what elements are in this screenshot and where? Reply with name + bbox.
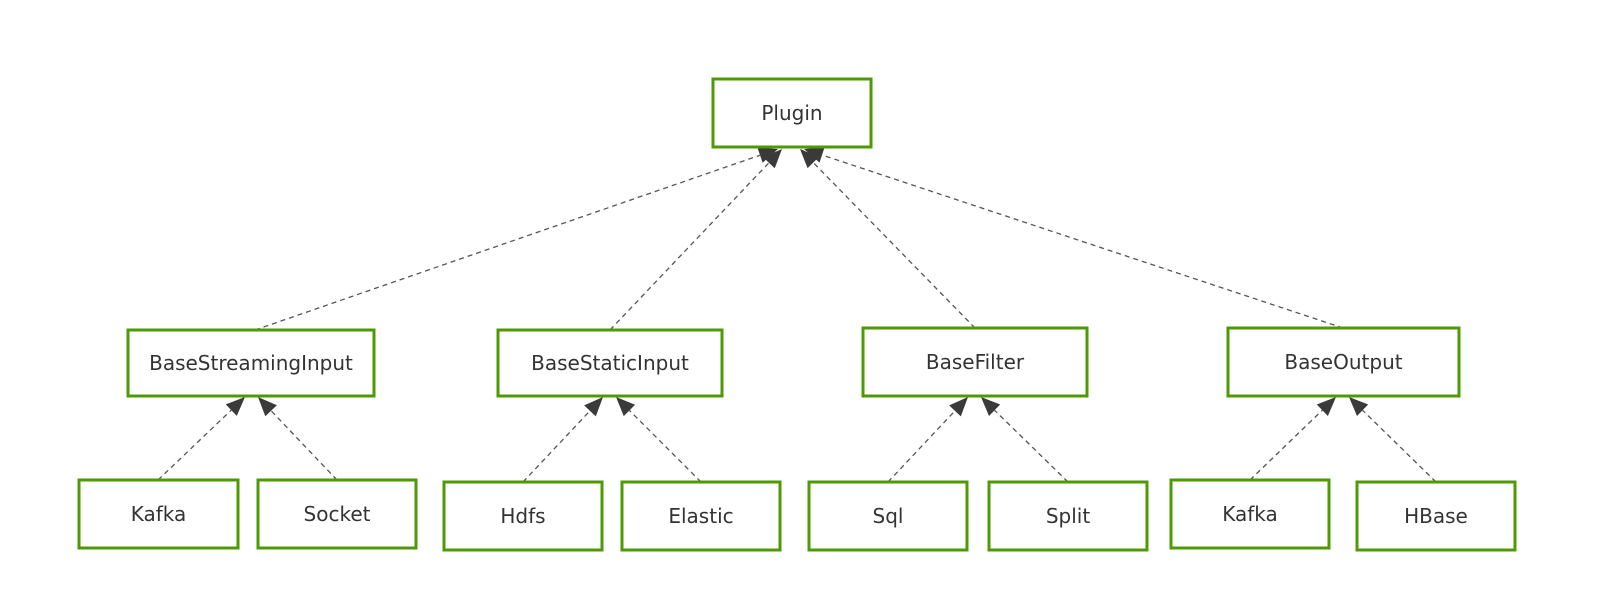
filled-arrowhead-icon <box>1349 397 1369 417</box>
dashed-inheritance-line <box>628 409 702 483</box>
node-base_streaming_input[interactable]: BaseStreamingInput <box>126 328 376 398</box>
dashed-inheritance-line <box>994 409 1069 483</box>
node-label: BaseStreamingInput <box>149 351 353 375</box>
node-elastic[interactable]: Elastic <box>620 480 782 552</box>
filled-arrowhead-icon <box>804 147 825 163</box>
node-box <box>442 480 604 552</box>
node-base_filter[interactable]: BaseFilter <box>861 326 1089 398</box>
node-label: Plugin <box>761 101 822 125</box>
edge-kafka_input-to-base_streaming_input <box>157 397 245 481</box>
node-base_static_input[interactable]: BaseStaticInput <box>496 328 724 398</box>
filled-arrowhead-icon <box>258 397 277 417</box>
node-label: Elastic <box>668 504 733 528</box>
node-label: BaseOutput <box>1284 350 1402 374</box>
filled-arrowhead-icon <box>225 397 245 416</box>
dashed-inheritance-line <box>609 162 770 331</box>
dashed-inheritance-line <box>812 162 976 329</box>
node-box <box>1355 480 1517 552</box>
node-box <box>711 77 873 149</box>
edge-hdfs-to-base_static_input <box>522 397 603 483</box>
node-hdfs[interactable]: Hdfs <box>442 480 604 552</box>
edge-base_static_input-to-plugin <box>609 149 782 331</box>
filled-arrowhead-icon <box>800 149 820 169</box>
node-kafka_output[interactable]: Kafka <box>1169 478 1331 550</box>
node-label: Socket <box>304 502 371 526</box>
edge-sql-to-base_filter <box>887 397 968 483</box>
node-label: BaseStaticInput <box>531 351 689 375</box>
node-sql[interactable]: Sql <box>807 480 969 552</box>
edge-base_streaming_input-to-plugin <box>254 147 778 331</box>
dashed-inheritance-line <box>1362 409 1437 483</box>
node-box <box>256 478 418 550</box>
node-kafka_input[interactable]: Kafka <box>77 478 240 550</box>
node-label: Sql <box>873 504 904 528</box>
node-box <box>77 478 240 550</box>
edge-kafka_output-to-base_output <box>1249 397 1336 481</box>
edge-base_filter-to-plugin <box>800 149 976 329</box>
node-label: Split <box>1046 504 1091 528</box>
edge-base_output-to-plugin <box>804 147 1344 329</box>
edge-hbase-to-base_output <box>1349 397 1437 483</box>
node-hbase[interactable]: HBase <box>1355 480 1517 552</box>
filled-arrowhead-icon <box>584 397 603 417</box>
node-box <box>861 326 1089 398</box>
node-label: Kafka <box>1222 502 1278 526</box>
node-box <box>126 328 376 398</box>
filled-arrowhead-icon <box>949 397 968 417</box>
filled-arrowhead-icon <box>981 397 1001 417</box>
node-split[interactable]: Split <box>987 480 1149 552</box>
edges-layer <box>157 147 1437 483</box>
dashed-inheritance-line <box>522 410 591 483</box>
filled-arrowhead-icon <box>1316 397 1336 416</box>
node-label: BaseFilter <box>926 350 1025 374</box>
filled-arrowhead-icon <box>616 397 636 417</box>
node-box <box>987 480 1149 552</box>
edge-socket-to-base_streaming_input <box>258 397 338 481</box>
dashed-inheritance-line <box>821 154 1344 329</box>
dashed-inheritance-line <box>157 409 232 481</box>
dashed-inheritance-line <box>254 154 761 331</box>
dashed-inheritance-line <box>1249 409 1323 481</box>
dashed-inheritance-line <box>270 410 338 481</box>
node-box <box>1226 326 1461 398</box>
node-box <box>620 480 782 552</box>
node-base_output[interactable]: BaseOutput <box>1226 326 1461 398</box>
node-label: Kafka <box>131 502 187 526</box>
node-box <box>1169 478 1331 550</box>
node-label: Hdfs <box>500 504 545 528</box>
node-box <box>807 480 969 552</box>
edge-split-to-base_filter <box>981 397 1069 483</box>
node-box <box>496 328 724 398</box>
node-socket[interactable]: Socket <box>256 478 418 550</box>
filled-arrowhead-icon <box>757 147 778 163</box>
filled-arrowhead-icon <box>763 149 782 169</box>
node-label: HBase <box>1404 504 1468 528</box>
dashed-inheritance-line <box>887 410 956 483</box>
node-plugin[interactable]: Plugin <box>711 77 873 149</box>
edge-elastic-to-base_static_input <box>616 397 702 483</box>
